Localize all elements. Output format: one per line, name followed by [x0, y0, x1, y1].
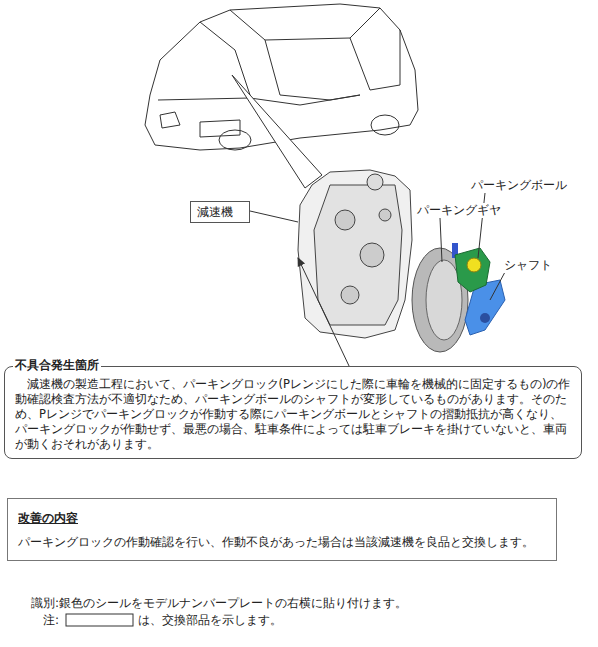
- reduction-gear-drawing: [298, 170, 412, 338]
- pointer: [232, 75, 322, 188]
- section-heading: 不具合発生箇所: [13, 358, 101, 373]
- section-heading: 改善の内容: [18, 510, 78, 526]
- remedy-box: 改善の内容パーキングロックの作動確認を行い、作動不良があった場合は当該減速機を良…: [7, 498, 557, 561]
- replacement-sample-box: [66, 614, 133, 626]
- part-name: シャフト: [503, 258, 553, 273]
- note-text: 識別:銀色のシールをモデルナンバープレートの右横に貼り付けます。: [30, 596, 408, 611]
- parking-parts-drawing: [412, 243, 505, 352]
- body-text: 減速機の製造工程において、パーキングロック(Pレンジにした際に車輪を機械的に固定…: [15, 377, 573, 452]
- note-text: 注:: [42, 613, 60, 628]
- body-text: 減速機: [197, 204, 243, 220]
- leader-lines: [250, 193, 505, 368]
- part-name-box: 減速機: [190, 201, 250, 223]
- defect-box: 不具合発生箇所減速機の製造工程において、パーキングロック(Pレンジにした際に車輪…: [4, 366, 582, 459]
- note-text: は、交換部品を示します。: [137, 613, 283, 628]
- part-name: パーキングボール: [470, 178, 568, 193]
- body-text: パーキングロックの作動確認を行い、作動不良があった場合は当該減速機を良品と交換し…: [18, 534, 548, 550]
- car-drawing: [145, 4, 418, 150]
- part-name: パーキングギヤ: [416, 203, 502, 218]
